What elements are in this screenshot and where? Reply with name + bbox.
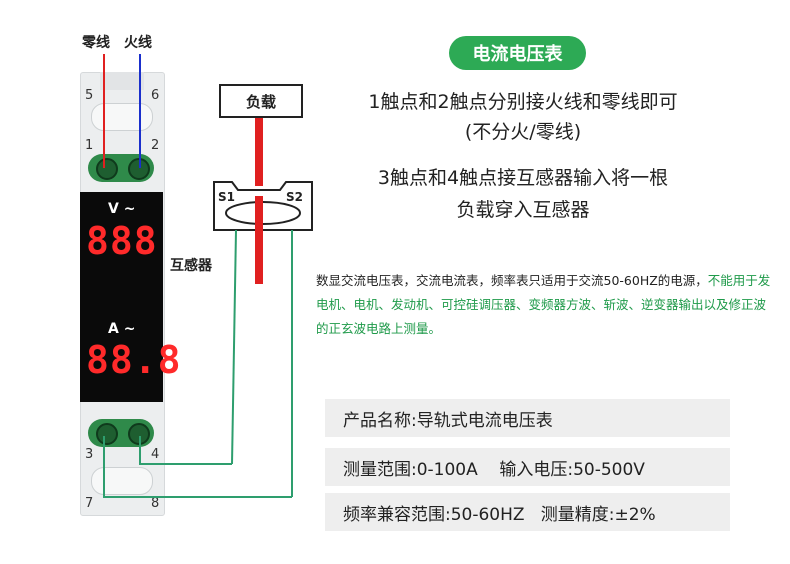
instruction-line-3: 3触点和4触点接互感器输入将一根: [377, 167, 669, 189]
instruction-line-4: 负载穿入互感器: [456, 199, 590, 221]
live-label: 火线: [124, 35, 152, 51]
terminal-2-label: 2: [151, 138, 160, 153]
terminal-1-screw[interactable]: [96, 158, 118, 180]
terminal-7-label: 7: [85, 496, 94, 511]
upper-rail-slot: [91, 103, 153, 131]
neutral-label: 零线: [82, 35, 110, 51]
terminal-3-label: 3: [85, 447, 94, 462]
title-badge: 电流电压表: [449, 36, 586, 70]
ct-s2-label: S2: [286, 190, 303, 204]
terminal-5-label: 5: [85, 88, 94, 103]
lower-rail-slot: [91, 467, 153, 495]
terminal-4-label: 4: [151, 447, 160, 462]
terminal-6-label: 6: [151, 88, 160, 103]
terminal-8-label: 8: [151, 496, 160, 511]
usage-note-text: 数显交流电压表，交流电流表，频率表只适用于交流50-60HZ的电源，: [316, 273, 708, 288]
meter-top-tab: [100, 72, 144, 90]
terminal-4-wire: [139, 436, 232, 465]
terminal-3-screw[interactable]: [96, 423, 118, 445]
display-panel: [80, 192, 163, 402]
ct-name-label: 互感器: [170, 258, 212, 274]
current-display: 88.8: [86, 338, 182, 382]
voltage-display: 888: [86, 219, 158, 263]
usage-note: 数显交流电压表，交流电流表，频率表只适用于交流50-60HZ的电源，不能用于发电…: [316, 269, 778, 341]
instruction-line-2: (不分火/零线): [464, 121, 582, 143]
instruction-line-1: 1触点和2触点分别接火线和零线即可: [368, 91, 678, 113]
usage-note-warning: 不能用于发电机、电机、发动机、可控硅调压器、变频器方波、斩波、逆变器输出以及修正…: [316, 273, 771, 336]
terminal-1-label: 1: [85, 138, 94, 153]
spec-row-frequency-accuracy: 频率兼容范围:50-60HZ 测量精度:±2%: [325, 493, 730, 531]
spec-row-range-voltage: 测量范围:0-100A 输入电压:50-500V: [325, 448, 730, 486]
load-box: 负载: [219, 84, 303, 118]
spec-row-product-name: 产品名称:导轨式电流电压表: [325, 399, 730, 437]
voltage-unit: V ~: [108, 201, 136, 217]
ct-s1-lead: [231, 229, 237, 465]
terminal-3-wire: [103, 436, 292, 498]
current-unit: A ~: [108, 321, 136, 337]
ct-s1-label: S1: [218, 190, 235, 204]
